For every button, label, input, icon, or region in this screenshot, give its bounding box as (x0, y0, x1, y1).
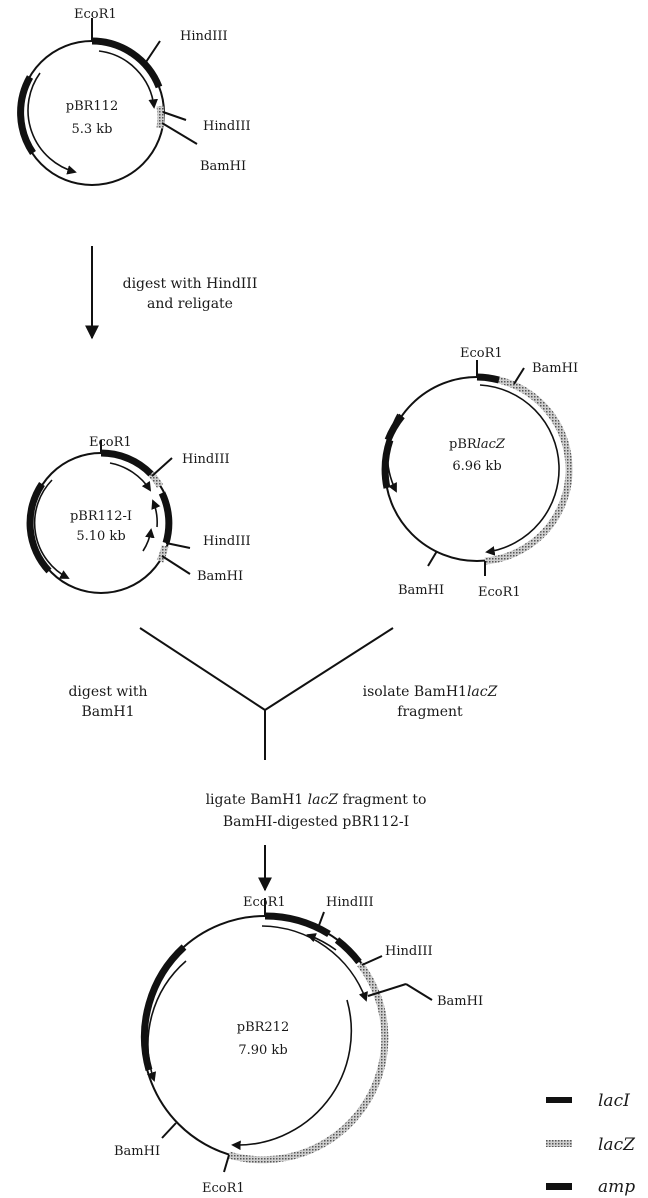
bamhi-label: BamHI (114, 1144, 160, 1159)
amp-segment (26, 482, 52, 574)
hindiii-tick (162, 111, 187, 121)
amp-segment (140, 944, 187, 1071)
legend-label: lacZ (598, 1135, 636, 1155)
hindiii-tick (151, 457, 173, 477)
laci-segment (334, 937, 362, 965)
laci-segment (264, 912, 331, 938)
bamhi-label: BamHI (437, 994, 483, 1009)
bamhi-label: BamHI (200, 159, 246, 174)
plasmid-pbr112: pBR112 5.3 kb EcoR1 HindIII HindIII BamH… (17, 7, 251, 186)
legend-swatch-laci (546, 1097, 572, 1103)
hindiii-tick (361, 955, 383, 966)
lacz-segment (498, 376, 573, 553)
hindiii-label: HindIII (326, 895, 374, 910)
laci-segment (100, 449, 154, 477)
bamhi-tick (161, 555, 191, 575)
bamhi-tick (427, 550, 438, 567)
hindiii-tick (317, 911, 325, 929)
ecor1-label: EcoR1 (243, 895, 286, 910)
laci-arrow (306, 933, 337, 951)
step3-line1: ligate BamH1 lacZ fragment to (206, 792, 427, 808)
plasmid-pbr212: pBR212 7.90 kb EcoR1 HindIII HindIII Bam… (114, 895, 483, 1196)
legend-swatch-lacz (546, 1140, 572, 1147)
bamhi-tick (513, 367, 525, 385)
lacz-segment (156, 105, 165, 129)
amp-segment (381, 438, 394, 489)
lacz-arrow (142, 528, 155, 552)
bamhi-tick (161, 122, 198, 145)
lacz-arrow (231, 999, 353, 1151)
plasmid-size: 5.3 kb (71, 122, 112, 137)
ecor1-label: EcoR1 (478, 585, 521, 600)
legend-label: lacI (598, 1091, 630, 1111)
ecor1-label: EcoR1 (202, 1181, 245, 1196)
laci-arrow (151, 499, 161, 528)
plasmid-pbr112-i: pBR112-I 5.10 kb EcoR1 HindIII HindIII B… (26, 435, 251, 594)
lacz-arrow (479, 384, 560, 556)
step1-text-line2: and religate (147, 296, 233, 312)
legend-label: amp (598, 1177, 635, 1197)
step2-right-line1: isolate BamH1lacZ (363, 684, 498, 700)
amp-segment (17, 75, 36, 155)
lacz-segment (148, 471, 164, 488)
ecor1-label: EcoR1 (89, 435, 132, 450)
laci-arrow (109, 462, 152, 492)
hindiii-tick (165, 542, 191, 549)
plasmid-size: 6.96 kb (452, 459, 501, 474)
merge-line-left (139, 627, 266, 711)
plasmid-name: pBR112 (66, 99, 118, 114)
hindiii-label: HindIII (203, 534, 251, 549)
lacz-segment (156, 545, 169, 563)
plasmid-name: pBR112-I (70, 509, 132, 524)
laci-arrow (261, 925, 368, 1002)
hindiii-label: HindIII (203, 119, 251, 134)
ecor1-tick (223, 1154, 230, 1173)
hindiii-tick (145, 40, 161, 63)
bamhi-tick (161, 1122, 177, 1139)
plasmid-pbrlacz: pBRlacZ 6.96 kb EcoR1 BamHI BamHI EcoR1 (381, 346, 578, 600)
hindiii-label: HindIII (182, 452, 230, 467)
bamhi-tick (367, 983, 407, 997)
laci-segment (158, 491, 173, 544)
plasmid-name: pBR212 (237, 1020, 289, 1035)
laci-segment (476, 373, 500, 384)
bamhi-label: BamHI (398, 583, 444, 598)
hindiii-label: HindIII (180, 29, 228, 44)
ecor1-label: EcoR1 (460, 346, 503, 361)
ecor1-label: EcoR1 (74, 7, 117, 22)
bamhi-label: BamHI (197, 569, 243, 584)
amp-arrow (27, 72, 77, 175)
step1-text-line1: digest with HindIII (123, 276, 258, 292)
laci-arrow (98, 50, 158, 109)
step2-left-line1: digest with (68, 684, 147, 700)
plasmid-size: 5.10 kb (76, 529, 125, 544)
lacz-segment (228, 961, 389, 1164)
legend: lacI lacZ amp (546, 1091, 636, 1197)
step2-right-line2: fragment (397, 704, 463, 720)
plasmid-name: pBRlacZ (449, 437, 506, 452)
amp-arrow (146, 960, 187, 1082)
amp-arrow (386, 413, 399, 493)
legend-swatch-amp (546, 1183, 572, 1190)
bamhi-label: BamHI (532, 361, 578, 376)
hindiii-label: HindIII (385, 944, 433, 959)
amp-arrow (33, 479, 70, 579)
step3-line2: BamHI-digested pBR112-I (223, 814, 409, 830)
bamhi-leader (405, 983, 433, 1001)
plasmid-size: 7.90 kb (238, 1043, 287, 1058)
merge-line-right (264, 627, 394, 711)
laci-segment (91, 37, 163, 89)
step2-left-line2: BamH1 (81, 704, 134, 720)
lacz-segment (484, 545, 525, 565)
